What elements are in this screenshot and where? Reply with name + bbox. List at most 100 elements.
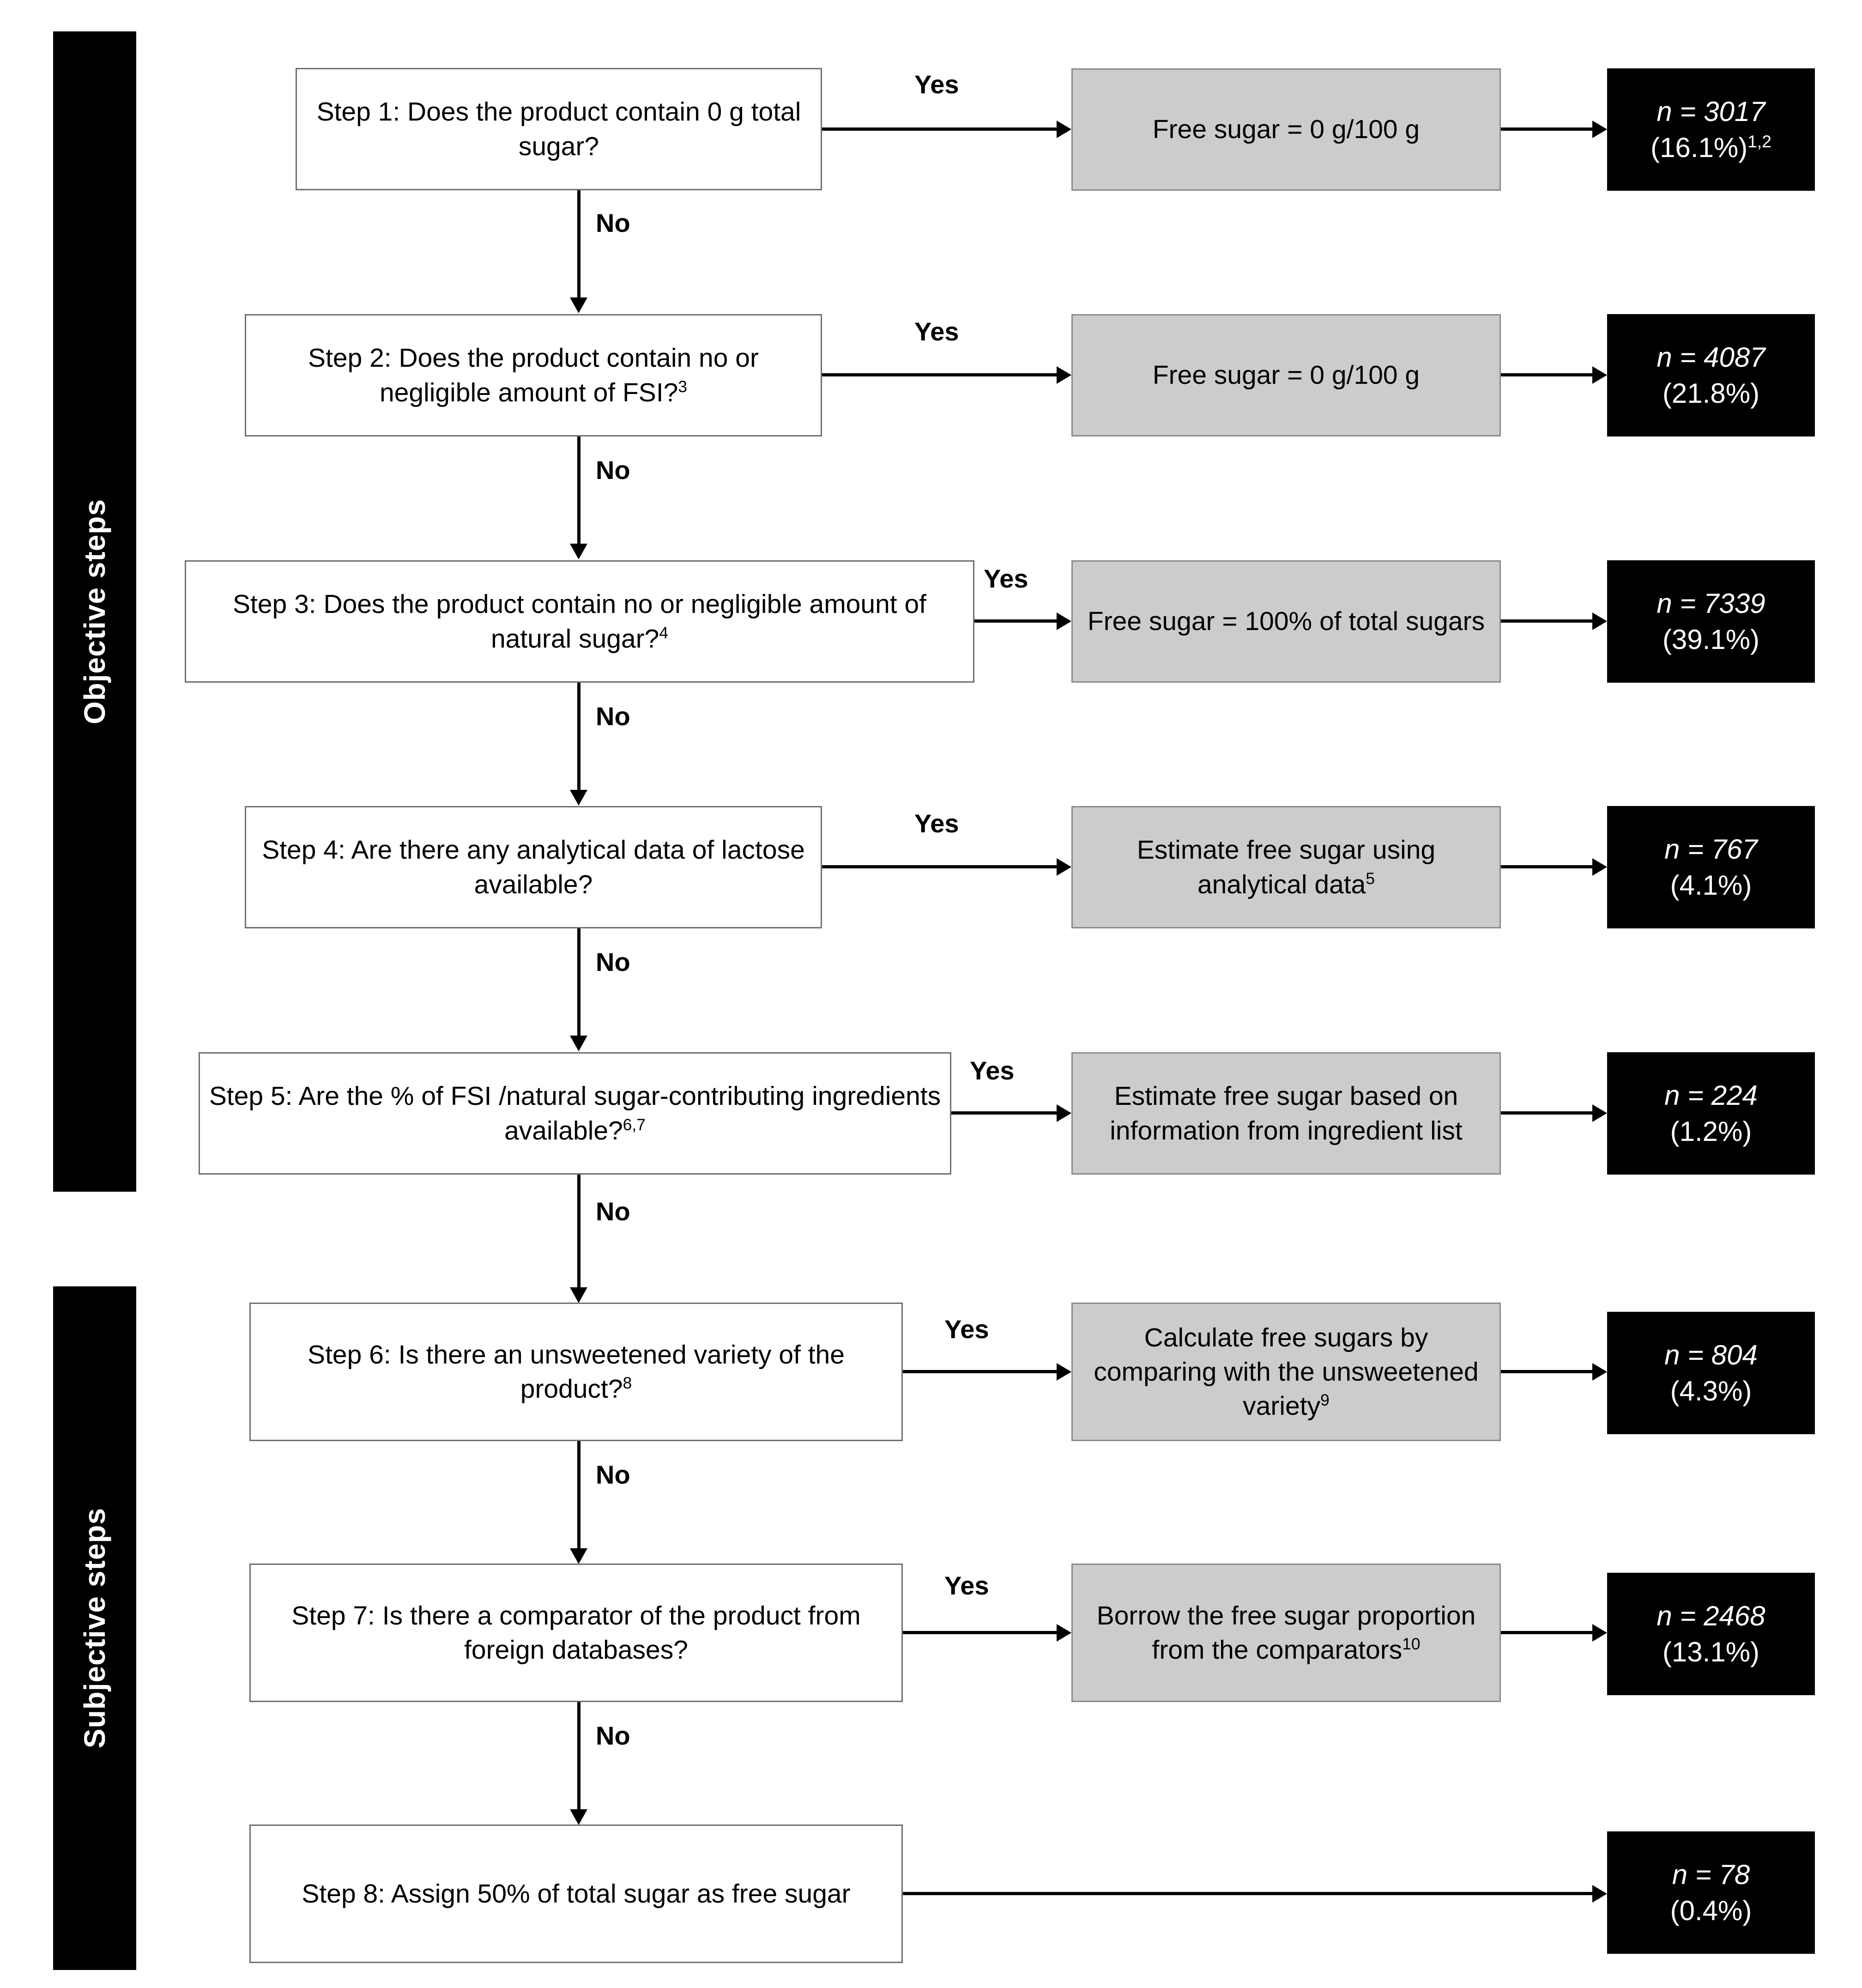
arrowhead-step7-no — [570, 1809, 587, 1825]
connector-action6-result — [1501, 1370, 1593, 1373]
action-box-step-1[interactable]: Free sugar = 0 g/100 g — [1071, 68, 1501, 191]
question-box-step-1[interactable]: Step 1: Does the product contain 0 g tot… — [296, 68, 822, 190]
edge-label-no-step-3: No — [596, 702, 630, 731]
question-box-step-3[interactable]: Step 3: Does the product contain no or n… — [185, 560, 974, 683]
connector-step5-yes — [951, 1111, 1058, 1115]
action-box-step-6[interactable]: Calculate free sugars by comparing with … — [1071, 1303, 1501, 1441]
question-text-step-4: Step 4: Are there any analytical data of… — [262, 835, 805, 899]
edge-label-yes-step-4: Yes — [914, 809, 959, 838]
connector-step1-no — [577, 190, 580, 298]
edge-label-no-step-4: No — [596, 947, 630, 976]
arrowhead-action3-result — [1592, 612, 1607, 630]
action-box-step-5[interactable]: Estimate free sugar based on information… — [1071, 1052, 1501, 1175]
result-n-step-4: n = 767 — [1664, 833, 1758, 865]
edge-label-yes-step-3: Yes — [984, 564, 1028, 593]
result-box-step-3[interactable]: n = 7339 (39.1%) — [1607, 560, 1815, 683]
connector-step6-yes — [903, 1370, 1058, 1373]
action-text-step-2: Free sugar = 0 g/100 g — [1152, 360, 1420, 390]
category-label-subjective: Subjective steps — [78, 1508, 111, 1749]
action-box-step-4[interactable]: Estimate free sugar using analytical dat… — [1071, 806, 1501, 928]
edge-label-yes-step-6: Yes — [944, 1315, 989, 1344]
result-box-step-2[interactable]: n = 4087 (21.8%) — [1607, 314, 1815, 436]
arrowhead-step3-yes — [1057, 612, 1071, 630]
result-text-step-6: n = 804 (4.3%) — [1656, 1337, 1766, 1409]
arrowhead-step1-yes — [1057, 121, 1071, 138]
result-n-step-6: n = 804 — [1664, 1339, 1758, 1370]
arrowhead-step7-yes — [1057, 1624, 1071, 1642]
connector-step4-yes — [822, 865, 1058, 868]
arrowhead-action6-result — [1592, 1363, 1607, 1381]
action-box-step-7[interactable]: Borrow the free sugar proportion from th… — [1071, 1564, 1501, 1702]
result-pct-step-6: (4.3%) — [1670, 1375, 1752, 1406]
question-box-step-2[interactable]: Step 2: Does the product contain no or n… — [245, 314, 822, 436]
result-box-step-1[interactable]: n = 3017 (16.1%)1,2 — [1607, 68, 1815, 191]
edge-label-no-step-5: No — [596, 1197, 630, 1226]
question-text-step-7: Step 7: Is there a comparator of the pro… — [291, 1600, 861, 1665]
category-bar-subjective: Subjective steps — [53, 1286, 136, 1970]
result-text-step-7: n = 2468 (13.1%) — [1648, 1598, 1773, 1670]
result-pct-step-4: (4.1%) — [1670, 869, 1752, 901]
edge-label-yes-step-5: Yes — [970, 1056, 1015, 1085]
result-pct-step-3: (39.1%) — [1662, 624, 1760, 655]
edge-label-no-step-2: No — [596, 455, 630, 485]
result-box-step-6[interactable]: n = 804 (4.3%) — [1607, 1312, 1815, 1434]
result-text-step-3: n = 7339 (39.1%) — [1648, 586, 1773, 658]
connector-step2-no — [577, 436, 580, 544]
arrowhead-step1-no — [570, 297, 587, 313]
result-box-step-7[interactable]: n = 2468 (13.1%) — [1607, 1573, 1815, 1695]
result-box-step-4[interactable]: n = 767 (4.1%) — [1607, 806, 1815, 928]
question-box-step-5[interactable]: Step 5: Are the % of FSI /natural sugar-… — [199, 1052, 951, 1175]
connector-step1-yes — [822, 127, 1058, 131]
arrowhead-step4-no — [570, 1036, 587, 1051]
result-n-step-1: n = 3017 — [1656, 96, 1765, 127]
connector-step6-no — [577, 1441, 580, 1549]
arrowhead-action1-result — [1592, 121, 1607, 138]
connector-action5-result — [1501, 1111, 1593, 1115]
result-text-step-5: n = 224 (1.2%) — [1656, 1078, 1766, 1150]
connector-action3-result — [1501, 619, 1593, 623]
arrowhead-step5-no — [570, 1287, 587, 1303]
result-n-step-2: n = 4087 — [1656, 341, 1765, 373]
result-n-step-7: n = 2468 — [1656, 1600, 1765, 1631]
arrowhead-step3-no — [570, 790, 587, 806]
question-box-step-8[interactable]: Step 8: Assign 50% of total sugar as fre… — [249, 1824, 903, 1963]
connector-action1-result — [1501, 127, 1593, 131]
question-box-step-4[interactable]: Step 4: Are there any analytical data of… — [245, 806, 822, 928]
category-label-objective: Objective steps — [78, 498, 111, 725]
action-box-step-3[interactable]: Free sugar = 100% of total sugars — [1071, 560, 1501, 683]
connector-step8-result — [903, 1892, 1593, 1895]
arrowhead-step2-yes — [1057, 366, 1071, 384]
result-pct-step-7: (13.1%) — [1662, 1636, 1760, 1667]
question-box-step-6[interactable]: Step 6: Is there an unsweetened variety … — [249, 1303, 903, 1441]
arrowhead-step6-no — [570, 1548, 587, 1564]
arrowhead-action5-result — [1592, 1104, 1607, 1122]
edge-label-no-step-6: No — [596, 1460, 630, 1489]
connector-action7-result — [1501, 1631, 1593, 1634]
result-sup-step-1: 1,2 — [1747, 131, 1771, 151]
action-text-step-5: Estimate free sugar based on information… — [1110, 1081, 1463, 1146]
connector-action4-result — [1501, 865, 1593, 868]
question-text-step-3: Step 3: Does the product contain no or n… — [233, 589, 926, 654]
connector-step7-no — [577, 1702, 580, 1810]
question-text-step-2: Step 2: Does the product contain no or n… — [308, 343, 759, 407]
action-box-step-2[interactable]: Free sugar = 0 g/100 g — [1071, 314, 1501, 436]
result-box-step-8[interactable]: n = 78 (0.4%) — [1607, 1831, 1815, 1954]
question-box-step-7[interactable]: Step 7: Is there a comparator of the pro… — [249, 1564, 903, 1702]
result-n-step-8: n = 78 — [1672, 1859, 1750, 1890]
question-text-step-5: Step 5: Are the % of FSI /natural sugar-… — [209, 1081, 941, 1146]
connector-step3-yes — [974, 619, 1058, 623]
arrowhead-action7-result — [1592, 1624, 1607, 1642]
connector-step7-yes — [903, 1631, 1058, 1634]
arrowhead-step4-yes — [1057, 858, 1071, 876]
result-pct-step-5: (1.2%) — [1670, 1115, 1752, 1147]
connector-step4-no — [577, 928, 580, 1036]
result-text-step-4: n = 767 (4.1%) — [1656, 831, 1766, 903]
result-box-step-5[interactable]: n = 224 (1.2%) — [1607, 1052, 1815, 1175]
result-n-step-3: n = 7339 — [1656, 588, 1765, 619]
result-pct-step-1: (16.1%) — [1650, 132, 1748, 163]
action-text-step-4: Estimate free sugar using analytical dat… — [1137, 835, 1436, 899]
edge-label-yes-step-2: Yes — [914, 317, 959, 346]
connector-step3-no — [577, 683, 580, 790]
action-text-step-3: Free sugar = 100% of total sugars — [1087, 606, 1485, 636]
